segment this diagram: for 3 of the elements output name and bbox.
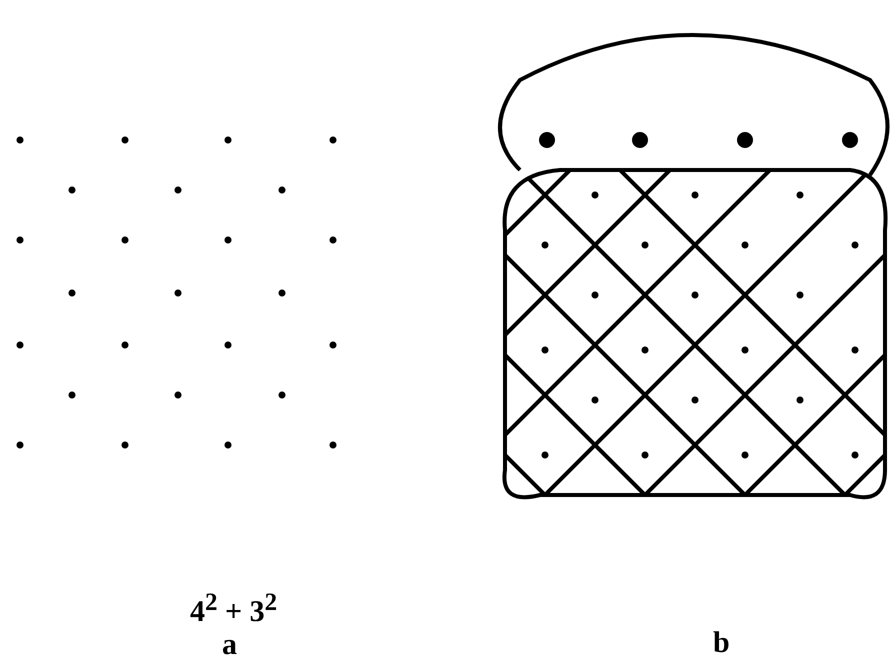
panel-label: a (222, 630, 237, 660)
panel-label: b (713, 628, 730, 658)
formula-label: 4$^{2}$ + 3$^{2}$ (190, 590, 278, 627)
